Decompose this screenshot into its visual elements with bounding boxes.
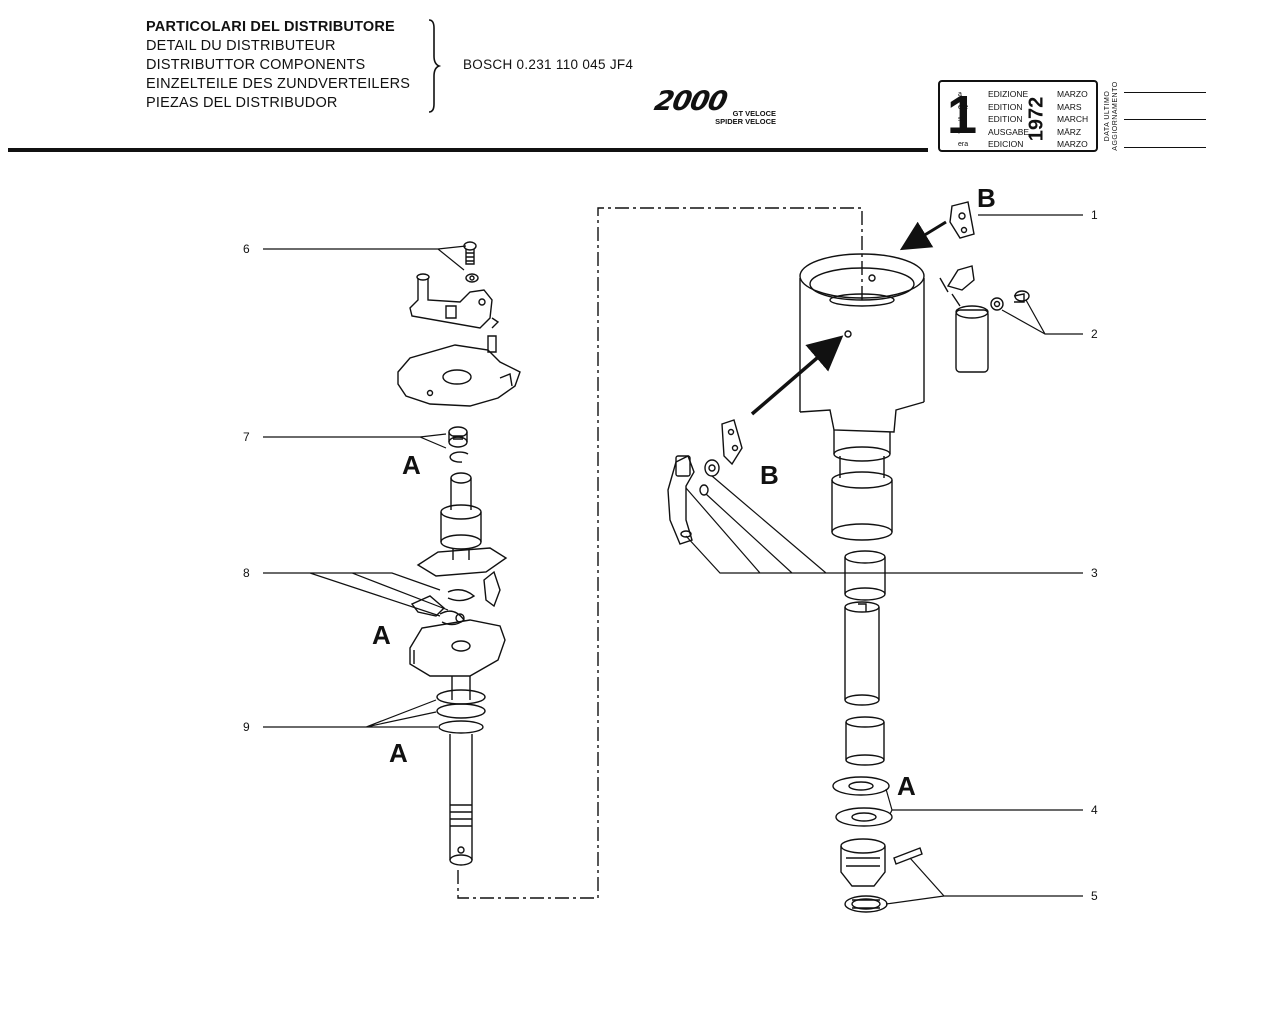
model-sub-spider: SPIDER VELOCE [715, 117, 776, 126]
letter-a-upper: A [402, 450, 421, 480]
edition-month: MARCH [1057, 114, 1089, 124]
update-line [1124, 147, 1206, 148]
left-assembly [397, 241, 521, 866]
cam-plate-part [416, 547, 508, 577]
edition-word: EDICION [988, 139, 1024, 149]
capacitor-part [939, 265, 1030, 373]
title-english: DISTRIBUTTOR COMPONENTS [146, 57, 366, 73]
edition-suffix: ere [958, 103, 969, 111]
housing-part [799, 253, 925, 541]
title-italian: PARTICOLARI DEL DISTRIBUTORE [146, 19, 395, 35]
cap-clip-part [667, 419, 743, 545]
letter-a-middle: A [372, 620, 391, 650]
screw-part [463, 241, 479, 283]
edition-suffixes: a ere st . era [958, 89, 968, 152]
callout-7: 7 [243, 430, 250, 444]
connection-line [457, 207, 863, 899]
breaker-plate-part [397, 335, 521, 407]
edition-word: AUSGABE [988, 126, 1030, 137]
weight-carrier-part [409, 619, 506, 677]
edition-suffix: era [958, 141, 969, 148]
edition-word: EDIZIONE [988, 89, 1029, 99]
edition-word: EDITION [988, 114, 1023, 124]
callout-1: 1 [1091, 208, 1098, 222]
edition-month: MÄRZ [1057, 126, 1082, 137]
part-number: BOSCH 0.231 110 045 JF4 [463, 57, 634, 72]
edition-month: MARZO [1057, 89, 1088, 99]
edition-number: 1 [947, 85, 978, 145]
title-german: EINZELTEILE DES ZUNDVERTEILERS [146, 76, 411, 92]
arrow-to-hole [750, 335, 844, 416]
leader-lines [263, 214, 1083, 905]
update-line [1124, 92, 1206, 93]
letter-a-right: A [897, 771, 916, 801]
arrow-to-housing [899, 220, 947, 251]
callout-5: 5 [1091, 889, 1098, 903]
cam-screw-part [448, 426, 468, 448]
edition-month: MARS [1057, 101, 1082, 112]
edition-suffix: a [958, 91, 962, 98]
edition-suffix: st [958, 116, 964, 123]
drive-dog-part [840, 838, 923, 913]
letter-b-top: B [977, 183, 996, 213]
drive-shaft-part [436, 676, 486, 866]
model-sub-gt: GT VELOCE [732, 109, 776, 118]
sleeve-part [844, 601, 880, 706]
title-brace [428, 19, 442, 113]
cam-part [440, 472, 482, 560]
bushing-lower-part [845, 716, 885, 766]
callout-9: 9 [243, 720, 250, 734]
callout-4: 4 [1091, 803, 1098, 817]
edition-words: EDIZIONE EDITION EDITION AUSGABE EDICION [988, 88, 1029, 151]
title-french: DETAIL DU DISTRIBUTEUR [146, 38, 336, 54]
edition-months: MARZO MARS MARCH MÄRZ MARZO [1057, 88, 1088, 151]
weights-part [410, 570, 501, 626]
header-rule [8, 148, 928, 152]
title-spanish: PIEZAS DEL DISTRIBUDOR [146, 95, 338, 111]
edition-box: 1 a ere st . era EDIZIONE EDITION EDITIO… [938, 80, 1098, 152]
title-block: PARTICOLARI DEL DISTRIBUTORE DETAIL DU D… [146, 18, 410, 113]
direction-arrows [750, 220, 947, 416]
washer-part [832, 776, 893, 827]
edition-word: EDITION [988, 101, 1023, 112]
update-line [1124, 119, 1206, 120]
bushing-part [844, 550, 886, 601]
edition-month: MARZO [1057, 139, 1088, 149]
edition-suffix: . [958, 128, 960, 136]
contact-bracket-part [409, 273, 500, 329]
letter-a-lower: A [389, 738, 408, 768]
callout-6: 6 [243, 242, 250, 256]
model-subtitle: GT VELOCE SPIDER VELOCE [700, 110, 776, 126]
callout-3: 3 [1091, 566, 1098, 580]
terminal-clip-part [949, 201, 975, 239]
callout-2: 2 [1091, 327, 1098, 341]
right-assembly [667, 201, 1030, 913]
callout-8: 8 [243, 566, 250, 580]
letter-b-mid: B [760, 460, 779, 490]
circlip-part [449, 451, 469, 463]
